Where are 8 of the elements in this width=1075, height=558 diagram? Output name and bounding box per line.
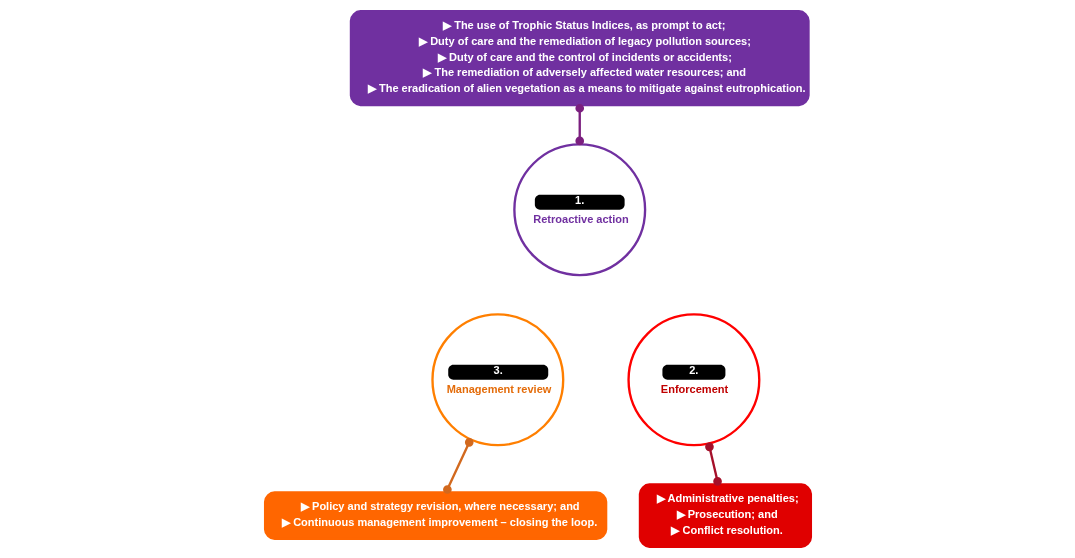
- connector: [442, 438, 474, 494]
- node-circle: 1. Retroactive action: [512, 143, 646, 277]
- node-box: ▶ The use of Trophic Status Indices, as prompt to act; ▶ Duty of care and the remediation of legacy pollution sources; ▶ Duty of care and the control of incidents or accidents; ▶ The remediation of adversely affected water resources; and ▶ The eradication of alien vegetation as a means to mitigate against eutrophication.: [349, 10, 810, 107]
- node-box: ▶ Administrative penalties; ▶ Prosecution; and ▶ Conflict resolution.: [638, 483, 812, 548]
- connector: [574, 103, 584, 146]
- node-circle: 2. Enforcement: [626, 313, 760, 447]
- node-box: ▶ Policy and strategy revision, where necessary; and ▶ Continuous management improvement – closing the loop.: [263, 491, 607, 541]
- connector: [704, 442, 722, 486]
